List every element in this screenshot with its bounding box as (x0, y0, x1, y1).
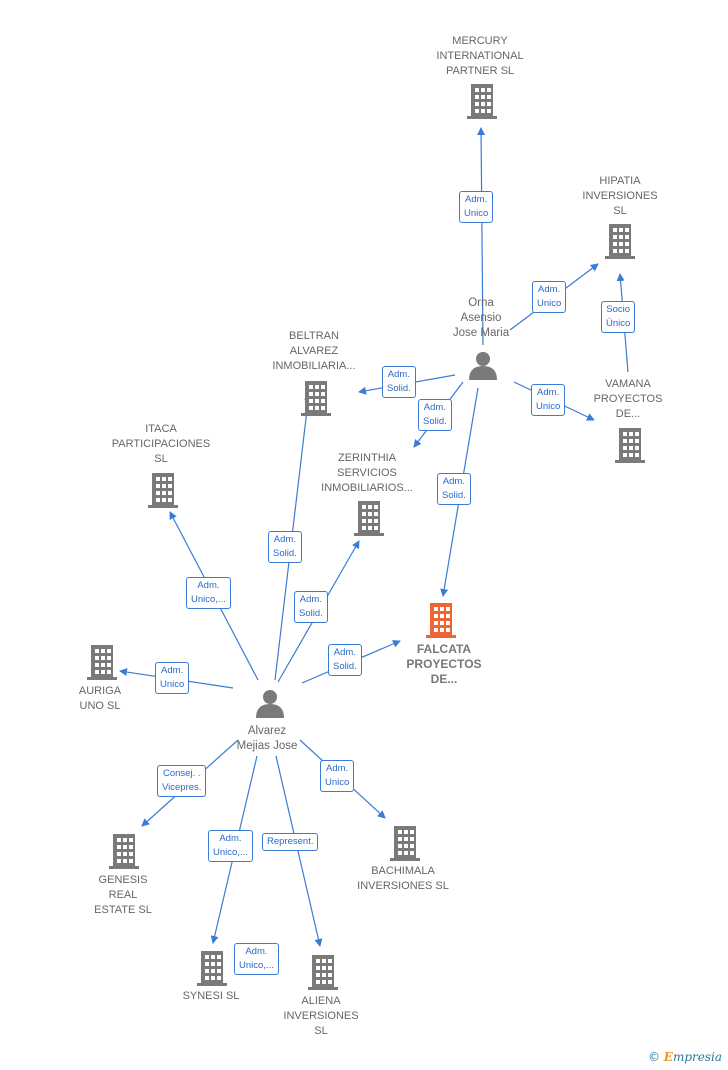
edge-label-alv-bachimala: Adm. Unico (320, 760, 355, 792)
company-label-itaca[interactable]: ITACA PARTICIPACIONES SL (111, 423, 211, 465)
edge-label-alv-auriga: Adm. Unico (155, 662, 190, 694)
itaca-building-icon[interactable] (148, 473, 178, 508)
edge-label-alv-falcata: Adm. Solid. (328, 644, 362, 676)
company-label-bachimala[interactable]: BACHIMALA INVERSIONES SL (357, 865, 449, 892)
edge-label-orna-falcata: Adm. Solid. (437, 473, 471, 505)
brand-e: E (663, 1050, 673, 1064)
orna-person-icon[interactable] (469, 352, 497, 380)
company-label-beltran[interactable]: BELTRAN ALVAREZ INMOBILIARIA... (272, 330, 356, 372)
company-label-auriga[interactable]: AURIGA UNO SL (78, 685, 122, 712)
hipatia-building-icon[interactable] (605, 224, 635, 259)
edge-alv-aliena (275, 755, 323, 947)
genesis-building-icon[interactable] (109, 834, 139, 869)
brand-logo: © Empresia (648, 1050, 722, 1064)
edge-label-vamana-hipatia: Socio Único (601, 301, 636, 333)
mercury-building-icon[interactable] (467, 84, 497, 119)
company-label-falcata[interactable]: FALCATA PROYECTOS DE... (406, 642, 482, 686)
company-label-genesis[interactable]: GENESIS REAL ESTATE SL (94, 874, 152, 916)
company-label-mercury[interactable]: MERCURY INTERNATIONAL PARTNER SL (436, 35, 524, 77)
company-label-zerinthia[interactable]: ZERINTHIA SERVICIOS INMOBILIARIOS... (321, 452, 413, 494)
edge-label-alv-itaca: Adm. Unico,... (186, 577, 231, 609)
edge-label-alv-zerinthia: Adm. Solid. (294, 591, 328, 623)
synesi-building-icon[interactable] (197, 951, 227, 986)
copyright-icon: © (647, 1050, 660, 1064)
beltran-building-icon[interactable] (301, 381, 331, 416)
person-label-alvarez[interactable]: Alvarez Mejias Jose (236, 725, 298, 752)
company-label-synesi[interactable]: SYNESI SL (182, 990, 240, 1002)
bachimala-building-icon[interactable] (390, 826, 420, 861)
vamana-building-icon[interactable] (615, 428, 645, 463)
edge-orna-mercury (477, 127, 486, 346)
edge-label-alv-genesis: Consej. . Vicepres. (157, 765, 207, 797)
edge-label-orna-mercury: Adm. Unico (459, 191, 494, 223)
zerinthia-building-icon[interactable] (354, 501, 384, 536)
company-label-hipatia[interactable]: HIPATIA INVERSIONES SL (582, 175, 658, 217)
edge-label-orna-beltran: Adm. Solid. (382, 366, 416, 398)
company-label-vamana[interactable]: VAMANA PROYECTOS DE... (593, 378, 663, 420)
edge-label-alv-synesi: Adm. Unico,... (208, 830, 253, 862)
aliena-building-icon[interactable] (308, 955, 338, 990)
company-label-aliena[interactable]: ALIENA INVERSIONES SL (283, 995, 359, 1037)
edge-label-orna-zerinthia: Adm. Solid. (418, 399, 452, 431)
alvarez-person-icon[interactable] (256, 690, 284, 718)
edge-label-orna-vamana: Adm. Unico (531, 384, 566, 416)
edge-label-alv-beltran: Adm. Solid. (268, 531, 302, 563)
person-label-orna[interactable]: Orna Asensio Jose Maria (452, 297, 510, 339)
edge-label-orna-hipatia: Adm. Unico (532, 281, 567, 313)
falcata-building-icon[interactable] (426, 603, 456, 638)
brand-rest: mpresia (672, 1050, 722, 1064)
auriga-building-icon[interactable] (87, 645, 117, 680)
edge-label-alv-aliena2: Adm. Unico,... (234, 943, 279, 975)
edge-label-alv-aliena: Represent. (262, 833, 319, 851)
